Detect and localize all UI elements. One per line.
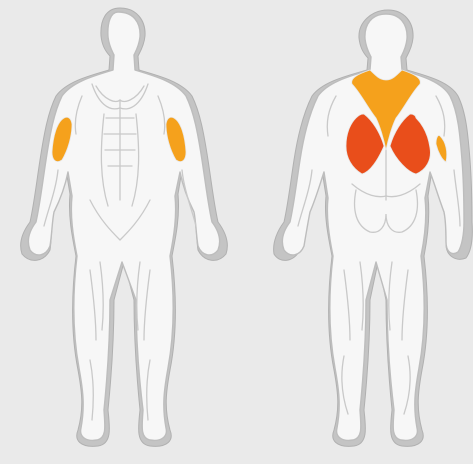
muscle-diagram-svg [0,0,473,464]
muscle-diagram [0,0,473,464]
